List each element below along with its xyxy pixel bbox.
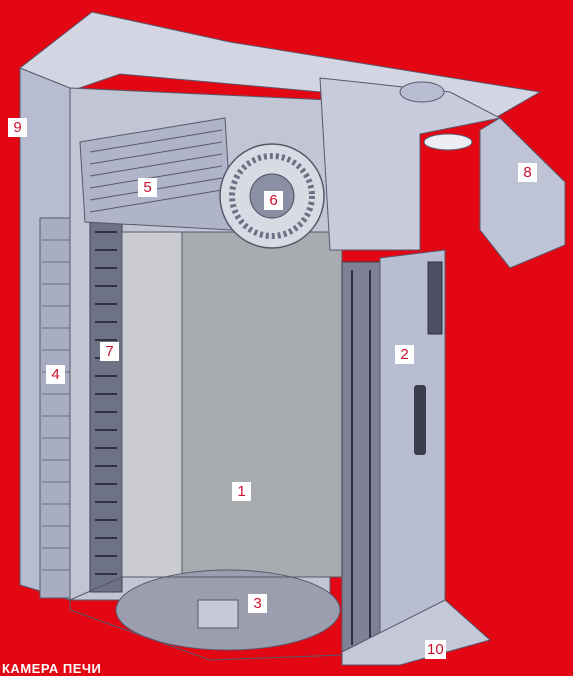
callout-10: 10 [425,640,446,659]
callout-2: 2 [395,345,414,364]
heat-exchanger [39,217,73,599]
control-panel [427,261,443,335]
upper-block [319,77,502,251]
callout-1: 1 [232,482,251,501]
flue-collar [423,133,473,151]
chamber-left-panel [121,231,183,578]
flue-outlet [399,81,445,103]
door-handle [414,385,426,455]
caption: КАМЕРА ПЕЧИ [2,661,102,676]
side-grate [89,221,123,593]
blower-fan-ring [229,153,315,239]
side-grate-slots [95,231,117,575]
callout-7: 7 [100,342,119,361]
ash-pan-grate [197,599,239,629]
callout-5: 5 [138,178,157,197]
chamber-right-frame [341,261,381,653]
callout-4: 4 [46,365,65,384]
deflector-panel [479,117,566,269]
callout-8: 8 [518,163,537,182]
callout-9: 9 [8,118,27,137]
callout-6: 6 [264,191,283,210]
callout-3: 3 [248,594,267,613]
